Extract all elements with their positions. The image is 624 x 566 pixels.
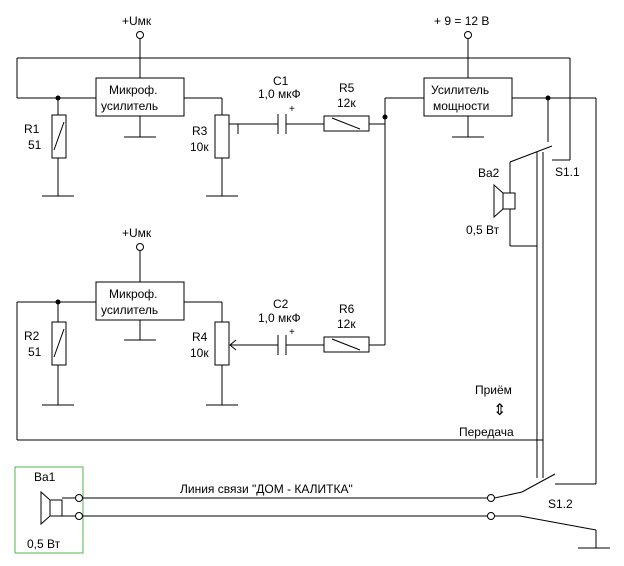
r3-value: 10к	[190, 140, 209, 154]
line-terminal-right-top	[487, 494, 495, 502]
ba2-name: Ва2	[478, 166, 500, 180]
speaker-ba1: Ва1 0,5 Вт	[14, 466, 84, 554]
c1-name: C1	[273, 74, 289, 88]
r5-value: 12к	[337, 96, 356, 110]
c2-polarity: +	[289, 327, 295, 338]
umk-bottom-terminal	[136, 243, 144, 251]
mode-arrow: ⇕	[493, 402, 506, 419]
umk-bottom-label: +Uмк	[122, 226, 152, 240]
r2-value: 51	[28, 345, 42, 359]
s1-2-label: S1.2	[548, 497, 573, 511]
main-supply-label: + 9 = 12 В	[434, 14, 489, 28]
mic-amplifier-1-line2: усилитель	[101, 99, 158, 113]
ba2-value: 0,5 Вт	[466, 223, 500, 237]
mode-receive: Приём	[475, 383, 512, 397]
power-amplifier-line1: Усилитель	[431, 83, 489, 97]
line-terminal-left-bottom	[75, 512, 83, 520]
power-amplifier-line2: мощности	[433, 99, 489, 113]
s1-1-label: S1.1	[555, 165, 580, 179]
speaker-ba2: Ва2 0,5 Вт	[466, 166, 537, 247]
lower-channel: +Uмк Микроф. усилитель R2 51 R4 10к C2 1…	[17, 226, 385, 406]
upper-channel: +Uмк Микроф. усилитель R1 51 R3 10к C1	[17, 14, 424, 345]
c2-value: 1,0 мкФ	[258, 311, 301, 325]
mic-amplifier-2-line2: усилитель	[101, 303, 158, 317]
resistor-r3	[214, 114, 230, 159]
r4-value: 10к	[190, 346, 209, 360]
r1-name: R1	[24, 122, 40, 136]
power-amplifier	[423, 77, 513, 117]
umk-top-label: +Uмк	[122, 14, 152, 28]
c1-value: 1,0 мкФ	[258, 87, 301, 101]
mode-transmit: Передача	[459, 425, 514, 439]
speaker-ba2-cone	[493, 183, 504, 219]
line-label: Линия связи "ДОМ - КАЛИТКА"	[180, 482, 353, 496]
r5-name: R5	[339, 81, 355, 95]
r2-name: R2	[24, 329, 40, 343]
resistor-r4	[214, 321, 230, 366]
line-terminal-right-bottom	[487, 512, 495, 520]
c1-polarity: +	[289, 104, 295, 115]
switch-s1: S1.1 S1.2	[509, 145, 596, 511]
umk-top-terminal	[136, 31, 144, 39]
communication-line: Линия связи "ДОМ - КАЛИТКА"	[75, 482, 610, 549]
r3-name: R3	[192, 124, 208, 138]
speaker-ba1-cone	[40, 490, 51, 526]
r6-name: R6	[339, 302, 355, 316]
mic-amplifier-1-line1: Микроф.	[109, 83, 158, 97]
r1-value: 51	[28, 138, 42, 152]
ba1-name: Ва1	[34, 470, 56, 484]
main-supply-terminal	[464, 31, 472, 39]
speaker-ba1-magnet	[49, 499, 63, 517]
c2-name: C2	[273, 297, 289, 311]
speaker-ba1-frame	[14, 466, 84, 554]
line-terminal-left-top	[75, 494, 83, 502]
r6-value: 12к	[337, 317, 356, 331]
speaker-ba2-magnet	[502, 192, 516, 210]
r4-name: R4	[192, 330, 208, 344]
ba1-value: 0,5 Вт	[27, 537, 61, 551]
power-amplifier-group: + 9 = 12 В Усилитель мощности	[423, 14, 597, 484]
mic-amplifier-2	[95, 281, 185, 321]
mic-amplifier-2-line1: Микроф.	[109, 287, 158, 301]
